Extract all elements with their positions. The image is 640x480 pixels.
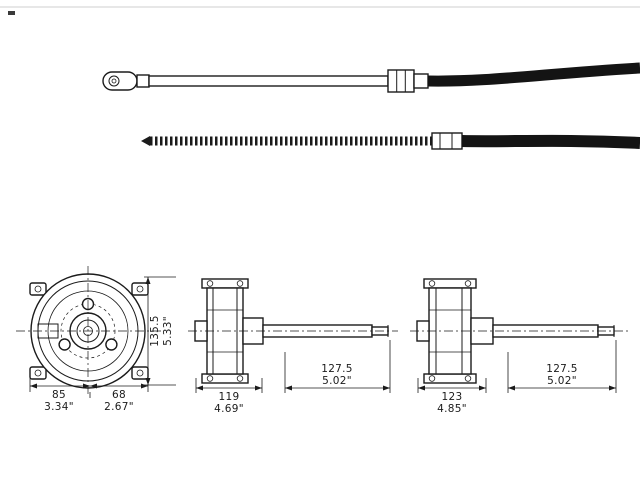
clamp-bolt (464, 280, 472, 287)
helm-side-view-mid: 119 4.69" 127.5 5.02" (188, 278, 398, 415)
cable-eye-hole (108, 75, 120, 87)
dimension-body-mid: 119 4.69" (195, 378, 263, 415)
scan-artifact (8, 11, 15, 15)
cable-neck (136, 74, 150, 88)
dim-height-in: 5.33" (162, 316, 174, 346)
clamp-plate-top (201, 278, 249, 289)
cable-assembly-bottom (141, 132, 640, 150)
cable-ferrule (431, 132, 463, 150)
cable-collar (413, 73, 429, 89)
clamp-bolt (206, 280, 214, 287)
mount-ear (29, 282, 47, 296)
clamp-bolt (428, 375, 436, 382)
dimension-body-right: 123 4.85" (417, 378, 487, 415)
dimension-height: 135.5 5.33" (144, 276, 176, 386)
hub-bolt (105, 338, 118, 351)
dim-body-mm: 119 (219, 391, 240, 403)
helm-side-view-right: 123 4.85" 127.5 5.02" (410, 278, 628, 415)
mount-ear (131, 282, 149, 296)
clamp-bolt (206, 375, 214, 382)
dimension-width: 85 3.34" 68 2.67" (29, 378, 149, 413)
dim-height-mm: 135.5 (149, 315, 161, 347)
cable-jacket (427, 62, 640, 87)
dim-width-right-in: 2.67" (104, 401, 134, 413)
cable-jacket (461, 134, 640, 149)
clamp-bolt (428, 280, 436, 287)
dim-travel-in: 5.02" (547, 375, 577, 387)
dim-travel-in: 5.02" (322, 375, 352, 387)
hub-bolt (58, 338, 71, 351)
cable-eye-fitting (102, 71, 138, 91)
mount-ear (29, 366, 47, 380)
dim-travel-mm: 127.5 (321, 363, 353, 375)
cable-hex-nut (387, 69, 415, 93)
dim-body-mm: 123 (442, 391, 463, 403)
dim-width-left-in: 3.34" (44, 401, 74, 413)
dimension-travel-mid: 127.5 5.02" (284, 340, 391, 393)
clamp-plate-bottom (201, 373, 249, 384)
dim-width-left-mm: 85 (52, 389, 66, 401)
dim-travel-mm: 127.5 (546, 363, 578, 375)
dimension-travel-right: 127.5 5.02" (507, 340, 617, 393)
sheet-frame (0, 6, 640, 15)
rod-tip (141, 136, 150, 146)
dim-body-in: 4.85" (437, 403, 467, 415)
clamp-bolt (236, 280, 244, 287)
clamp-bolt (236, 375, 244, 382)
dim-width-right-mm: 68 (112, 389, 126, 401)
clamp-bolt (464, 375, 472, 382)
cable-output-tube (148, 75, 389, 87)
cable-assembly-top (102, 62, 640, 93)
helm-front-view: 135.5 5.33" 85 3.34" 68 2.67" (16, 266, 176, 413)
dim-body-in: 4.69" (214, 403, 244, 415)
mount-ear (131, 366, 149, 380)
